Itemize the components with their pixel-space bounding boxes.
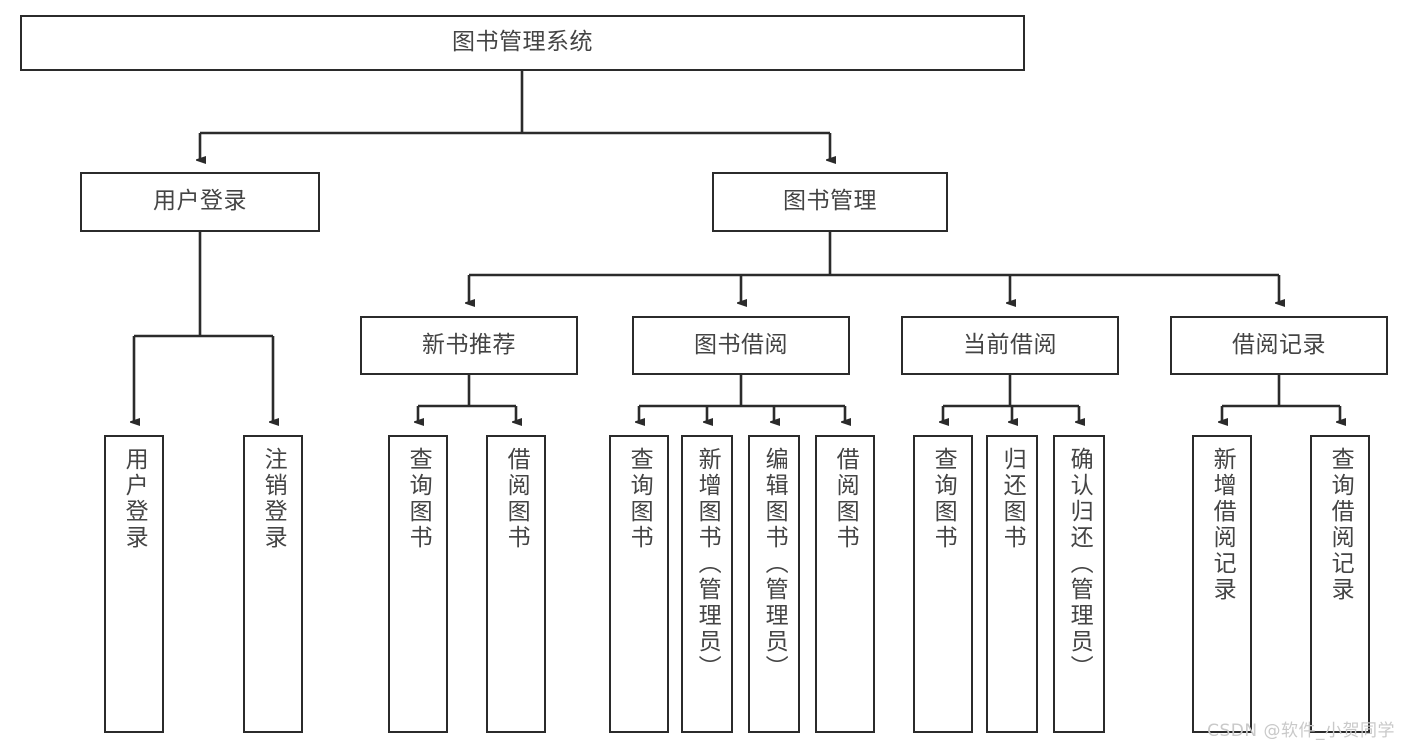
node-leaf-return-book-label: 归还图书 xyxy=(999,447,1026,551)
node-leaf-add-book-label: 新增图书（管理员） xyxy=(694,447,721,681)
node-leaf-query-record-label: 查询借阅记录 xyxy=(1327,447,1354,603)
node-user-login-label: 用户登录 xyxy=(153,188,247,215)
node-leaf-user-login[interactable]: 用户登录 xyxy=(104,435,164,733)
node-borrow-record[interactable]: 借阅记录 xyxy=(1170,316,1388,375)
node-leaf-edit-book-label: 编辑图书（管理员） xyxy=(761,447,788,681)
node-leaf-query-book-2[interactable]: 查询图书 xyxy=(609,435,669,733)
node-leaf-borrow-book-2[interactable]: 借阅图书 xyxy=(815,435,875,733)
node-leaf-borrow-book-1-label: 借阅图书 xyxy=(503,447,530,551)
node-leaf-logout-label: 注销登录 xyxy=(260,447,287,551)
node-current-borrow-label: 当前借阅 xyxy=(963,331,1057,358)
node-book-borrow[interactable]: 图书借阅 xyxy=(632,316,850,375)
node-leaf-query-book-3-label: 查询图书 xyxy=(930,447,957,551)
node-leaf-query-book-3[interactable]: 查询图书 xyxy=(913,435,973,733)
node-leaf-return-book[interactable]: 归还图书 xyxy=(986,435,1038,733)
node-leaf-query-record[interactable]: 查询借阅记录 xyxy=(1310,435,1370,733)
node-leaf-add-book[interactable]: 新增图书（管理员） xyxy=(681,435,733,733)
node-leaf-user-login-label: 用户登录 xyxy=(121,447,148,551)
node-leaf-add-record[interactable]: 新增借阅记录 xyxy=(1192,435,1252,733)
node-borrow-record-label: 借阅记录 xyxy=(1232,331,1326,358)
node-root-label: 图书管理系统 xyxy=(452,29,593,56)
node-book-borrow-label: 图书借阅 xyxy=(694,331,788,358)
node-leaf-add-record-label: 新增借阅记录 xyxy=(1209,447,1236,603)
node-leaf-query-book-1-label: 查询图书 xyxy=(405,447,432,551)
node-book-manage-label: 图书管理 xyxy=(783,188,877,215)
node-current-borrow[interactable]: 当前借阅 xyxy=(901,316,1119,375)
node-book-manage[interactable]: 图书管理 xyxy=(712,172,948,232)
node-user-login[interactable]: 用户登录 xyxy=(80,172,320,232)
node-leaf-logout[interactable]: 注销登录 xyxy=(243,435,303,733)
node-leaf-borrow-book-2-label: 借阅图书 xyxy=(832,447,859,551)
node-leaf-confirm-return-label: 确认归还（管理员） xyxy=(1066,447,1093,681)
node-leaf-edit-book[interactable]: 编辑图书（管理员） xyxy=(748,435,800,733)
csdn-watermark: CSDN @软件_小贺同学 xyxy=(1207,721,1395,741)
node-leaf-borrow-book-1[interactable]: 借阅图书 xyxy=(486,435,546,733)
node-leaf-query-book-1[interactable]: 查询图书 xyxy=(388,435,448,733)
node-root[interactable]: 图书管理系统 xyxy=(20,15,1025,71)
node-leaf-query-book-2-label: 查询图书 xyxy=(626,447,653,551)
node-new-book-recommend-label: 新书推荐 xyxy=(422,331,516,358)
node-new-book-recommend[interactable]: 新书推荐 xyxy=(360,316,578,375)
node-leaf-confirm-return[interactable]: 确认归还（管理员） xyxy=(1053,435,1105,733)
